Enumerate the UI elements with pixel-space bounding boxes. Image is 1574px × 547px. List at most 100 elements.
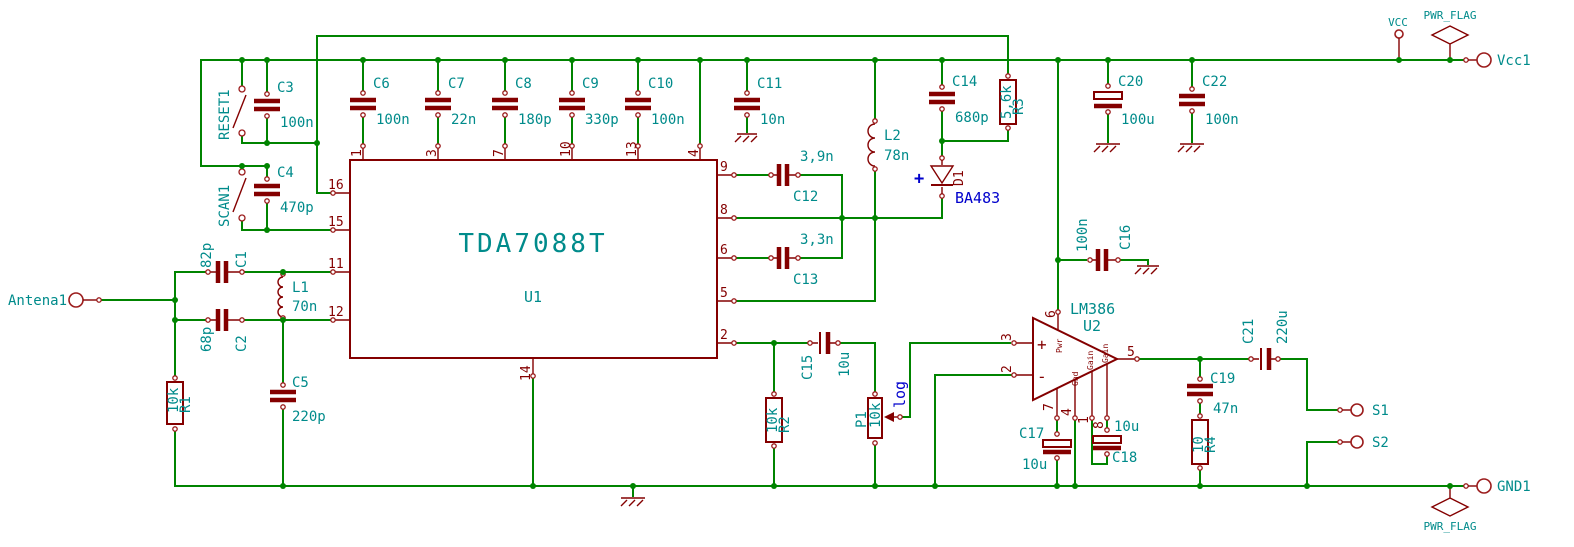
capacitor-C8[interactable]: C8 180p [492, 76, 552, 128]
u1-pin-9: 9 [720, 160, 728, 175]
switch-scan1[interactable]: SCAN1 [217, 168, 247, 227]
inductor-L2[interactable]: L2 78n [867, 118, 909, 172]
pwr-flag-bottom-label: PWR_FLAG [1424, 520, 1477, 533]
C6-value: 100n [376, 112, 410, 128]
capacitor-C11[interactable]: C11 10n [734, 76, 785, 128]
u2-label-gain-a: Gain [1086, 351, 1095, 370]
u1-pin-11: 11 [328, 257, 344, 272]
resistor-R4[interactable]: 10 R4 [1191, 413, 1219, 471]
D1-plus-sign: + [914, 169, 924, 189]
capacitor-C6[interactable]: C6 100n [350, 76, 410, 128]
capacitor-C18[interactable]: 10u C18 [1092, 419, 1139, 466]
C9-value: 330p [585, 112, 619, 128]
resistor-R2[interactable]: 10k R2 [765, 391, 793, 449]
C17-ref: C17 [1019, 426, 1044, 442]
scan1-label: SCAN1 [217, 185, 233, 227]
C9-ref: C9 [582, 76, 599, 92]
C19-value: 47n [1213, 401, 1238, 417]
L2-ref: L2 [884, 128, 901, 144]
port-gnd1[interactable]: GND1 [1463, 478, 1531, 495]
u1-ref-label: U1 [524, 288, 542, 306]
capacitor-C3[interactable]: C3 100n [254, 80, 314, 131]
capacitor-C13[interactable]: 3,3n C13 [768, 232, 834, 288]
power-flag-bottom[interactable]: PWR_FLAG [1424, 488, 1477, 533]
u1-pin-stubs [335, 148, 732, 374]
capacitor-C5[interactable]: C5 220p [270, 375, 326, 425]
capacitor-C1[interactable]: 82p C1 [199, 243, 250, 283]
R4-value: 10 [1191, 436, 1207, 453]
C2-value: 68p [199, 327, 215, 352]
C10-ref: C10 [648, 76, 673, 92]
vcc-label: VCC [1388, 16, 1408, 29]
u2-pin-stubs [1016, 314, 1135, 416]
capacitor-C16[interactable]: 100n C16 [1075, 218, 1134, 271]
C12-value: 3,9n [800, 149, 834, 165]
capacitor-C7[interactable]: C7 22n [425, 76, 476, 128]
u2-pin-8: 8 [1092, 421, 1107, 429]
capacitor-C12[interactable]: 3,9n C12 [768, 149, 834, 205]
R2-value: 10k [765, 407, 781, 433]
C6-ref: C6 [373, 76, 390, 92]
D1-ref: D1 [952, 170, 967, 186]
C15-value: 10u [837, 352, 853, 377]
vcc1-label: Vcc1 [1497, 53, 1531, 69]
C16-ref: C16 [1118, 225, 1134, 250]
port-antenna[interactable]: Antena1 [8, 292, 102, 309]
C15-ref: C15 [800, 355, 816, 380]
capacitor-C14[interactable]: C14 680p [929, 74, 989, 126]
ic-u1-tda7088t[interactable]: TDA7088T U1 1 3 7 10 13 4 16 15 11 12 9 … [328, 141, 737, 381]
junction-dots [172, 57, 1453, 489]
R1-ref: R1 [178, 396, 194, 413]
C8-ref: C8 [515, 76, 532, 92]
P1-value: 10k [868, 402, 884, 428]
C18-value: 10u [1114, 419, 1139, 435]
capacitor-C20[interactable]: C20 100u [1093, 74, 1155, 128]
R1-value: 10k [166, 387, 182, 413]
u1-pin-2: 2 [720, 328, 728, 343]
port-s2[interactable]: S2 [1337, 435, 1389, 451]
inductor-L1[interactable]: L1 70n [277, 271, 317, 321]
u2-label-pwr: Pwr [1055, 338, 1064, 353]
u1-pin-7: 7 [492, 149, 507, 157]
port-vcc1[interactable]: Vcc1 [1463, 52, 1531, 69]
capacitor-C10[interactable]: C10 100n [625, 76, 685, 128]
C11-value: 10n [760, 112, 785, 128]
power-vcc[interactable]: VCC [1388, 16, 1408, 58]
u2-label-gnd: Gnd [1071, 371, 1080, 386]
C20-ref: C20 [1118, 74, 1143, 90]
C17-value: 10u [1022, 457, 1047, 473]
C13-value: 3,3n [800, 232, 834, 248]
C1-value: 82p [199, 243, 215, 268]
diode-D1[interactable]: + D1 BA483 [914, 155, 1000, 207]
u1-pin-4: 4 [687, 149, 702, 157]
u2-pin-5: 5 [1127, 345, 1135, 360]
switch-reset1[interactable]: RESET1 [217, 85, 247, 140]
u2-pin-7: 7 [1042, 403, 1057, 411]
s1-label: S1 [1372, 403, 1389, 419]
capacitor-C21[interactable]: C21 220u [1241, 310, 1291, 370]
capacitor-C17[interactable]: C17 10u [1019, 426, 1072, 473]
port-s1[interactable]: S1 [1337, 403, 1389, 419]
capacitor-C15[interactable]: C15 10u [800, 332, 853, 380]
ic-u2-lm386[interactable]: LM386 U2 + - 3 2 6 5 7 4 1 8 Pwr Gnd Gai… [1000, 300, 1140, 429]
L1-value: 70n [292, 299, 317, 315]
capacitor-C22[interactable]: C22 100n [1179, 74, 1239, 128]
resistor-R1[interactable]: 10k R1 [166, 375, 194, 432]
C1-ref: C1 [234, 251, 250, 268]
capacitor-C4[interactable]: C4 470p [254, 165, 314, 216]
u2-label-gain-b: Gain [1101, 344, 1110, 363]
u1-pin-14: 14 [519, 365, 534, 381]
antenna-label: Antena1 [8, 293, 67, 309]
capacitor-C19[interactable]: C19 47n [1187, 371, 1238, 417]
capacitor-C2[interactable]: 68p C2 [199, 309, 250, 352]
C21-ref: C21 [1241, 319, 1257, 344]
capacitor-C9[interactable]: C9 330p [559, 76, 619, 128]
resistor-R3[interactable]: 5,6k R3 [999, 73, 1027, 131]
u2-pin-6: 6 [1044, 310, 1059, 318]
u2-minus-input: - [1037, 367, 1047, 386]
power-flag-top[interactable]: PWR_FLAG [1424, 9, 1477, 58]
potentiometer-P1[interactable]: P1 10k log [854, 381, 909, 446]
u1-pin-1: 1 [350, 149, 365, 157]
C3-ref: C3 [277, 80, 294, 96]
